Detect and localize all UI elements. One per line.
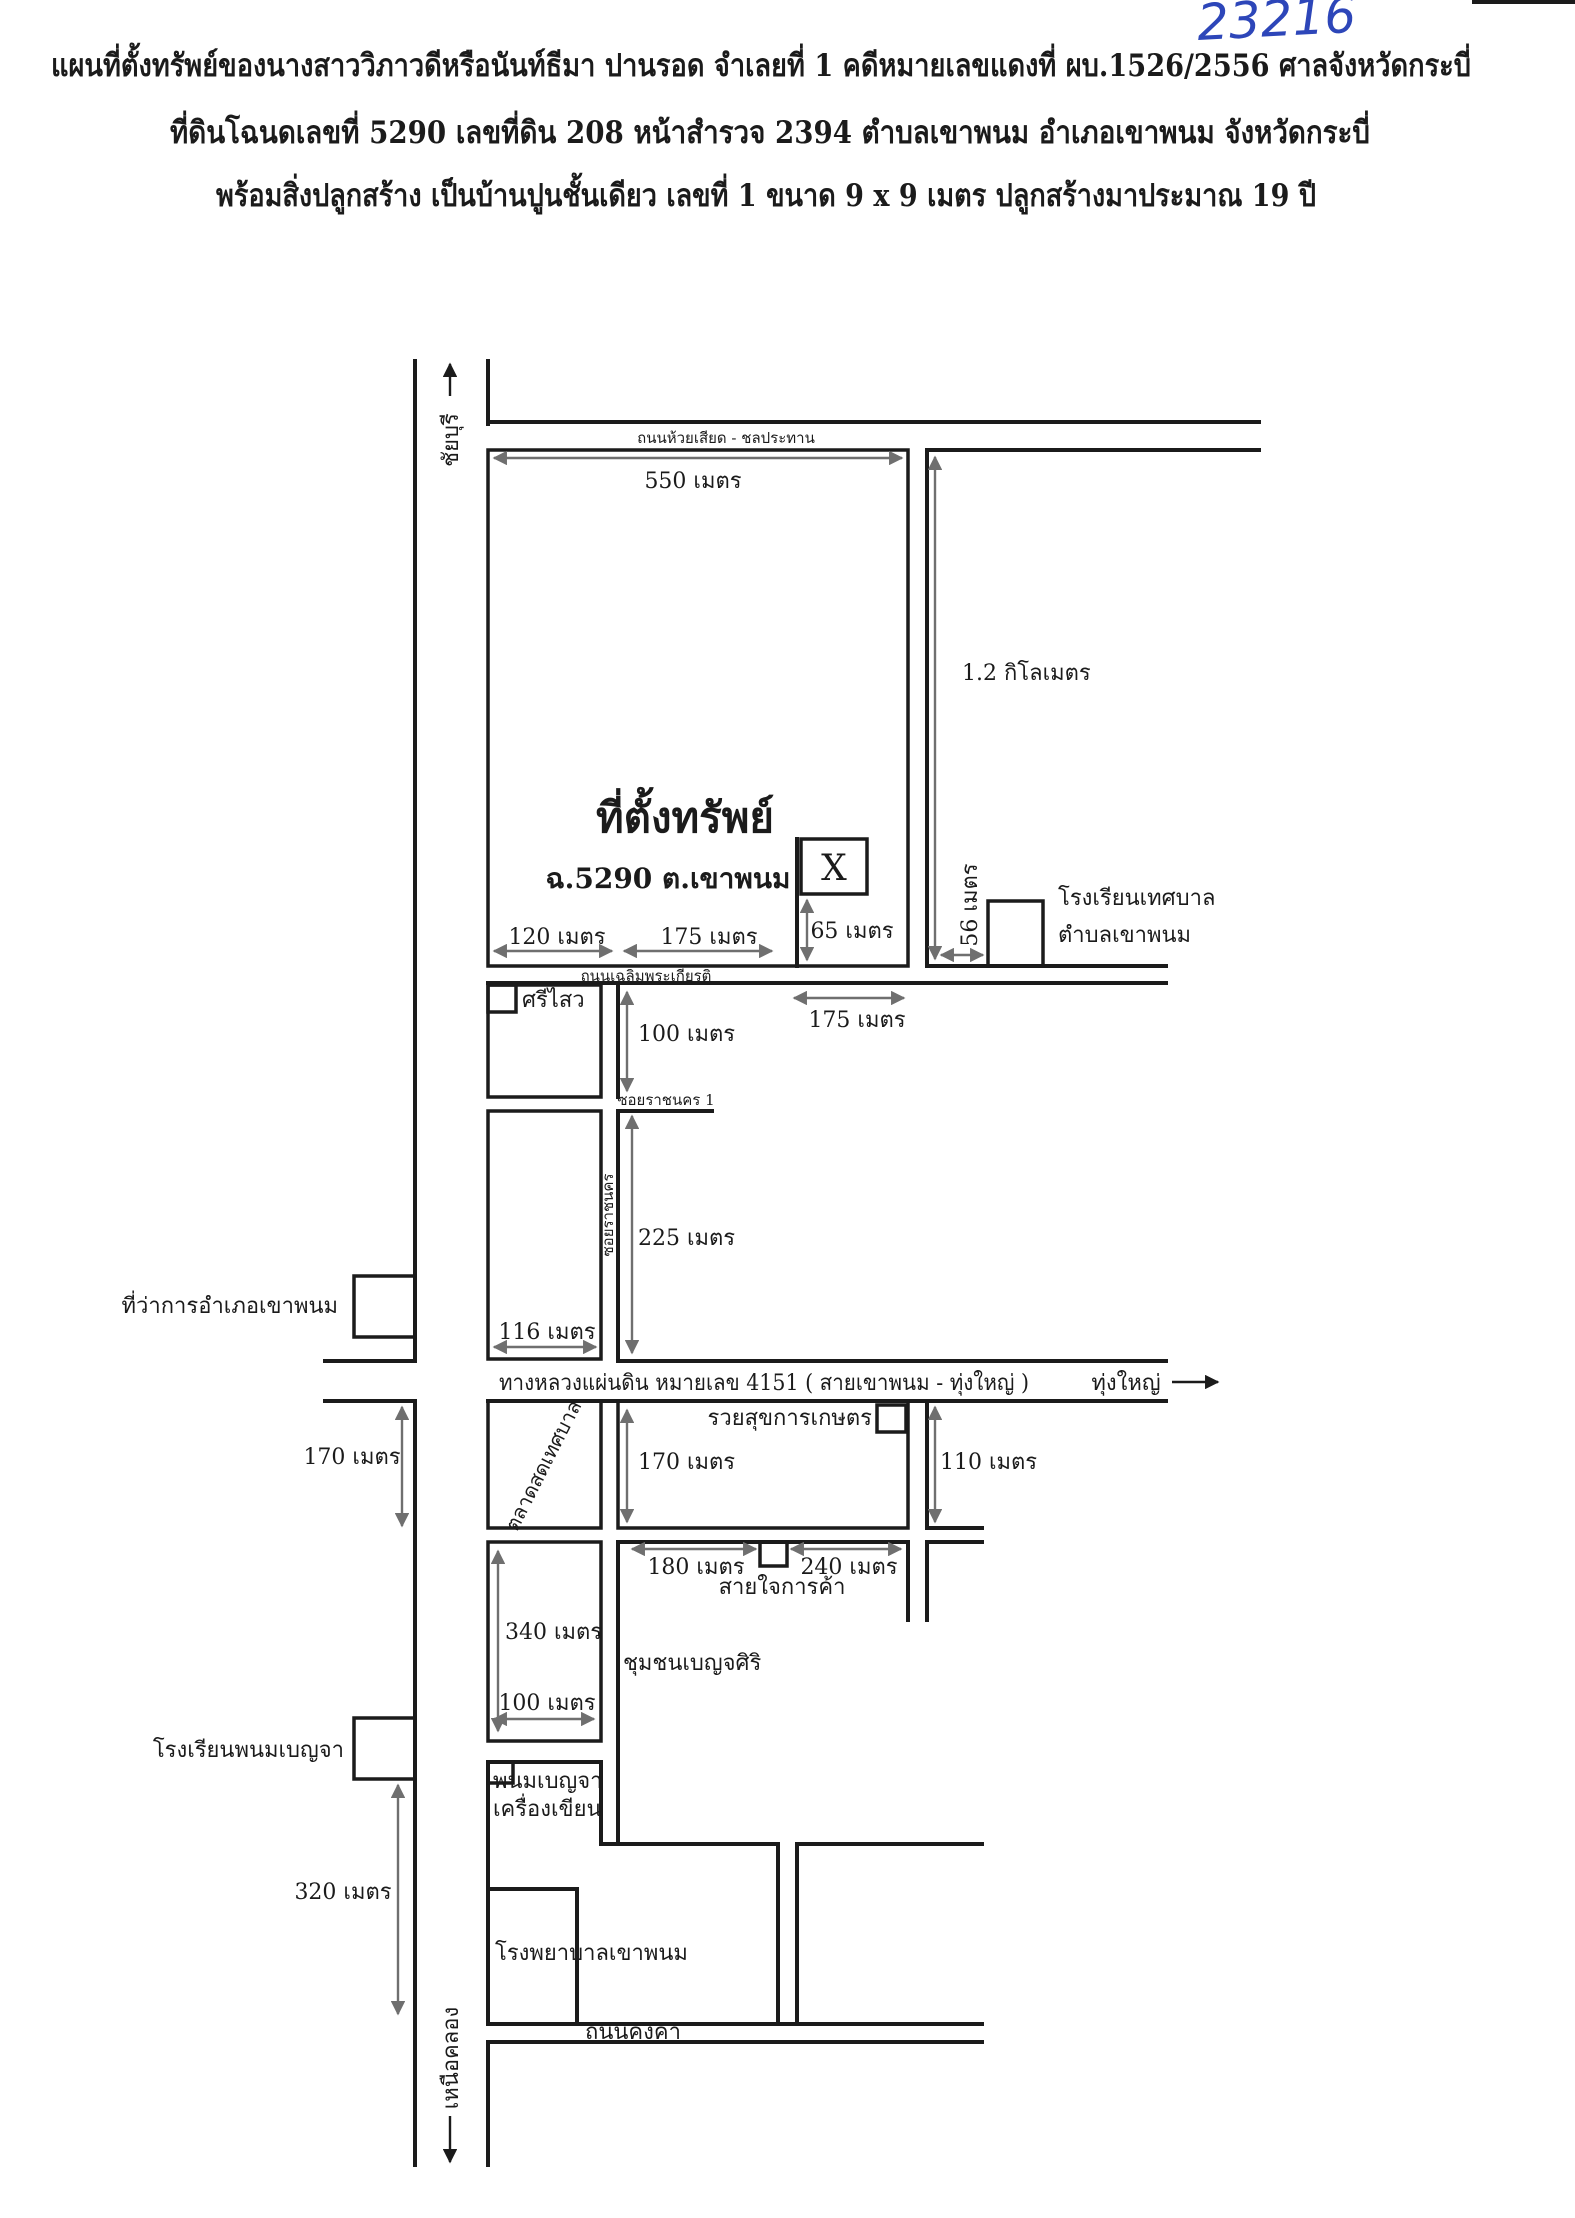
saijai-label: สายใจการค้า (719, 1574, 846, 1600)
south-direction-label: เหนือคลอง (439, 2007, 464, 2109)
distance-label: 65 เมตร (810, 919, 893, 944)
soi-1-label: ซอยราชนคร 1 (617, 1091, 714, 1109)
khongkha-road-label: ถนนคงคา (585, 2020, 681, 2045)
ruaysuk-label: รวยสุขการเกษตร (708, 1406, 873, 1431)
distance-label: 225 เมตร (638, 1226, 735, 1251)
stationery-label: เครื่องเขียน (493, 1793, 602, 1822)
lower-blocks: พนมเบญจา เครื่องเขียน โรงพยาบาลเขาพนม (486, 1760, 984, 2026)
sri-sawai-block (486, 983, 603, 1099)
saijai-building (758, 1540, 789, 1568)
property-block: ที่ตั้งทรัพย์ ฉ.5290 ต.เขาพนม X 550 เมตร… (486, 448, 910, 968)
distance-label: 170 เมตร (303, 1445, 400, 1470)
highway-4151: ทางหลวงแผ่นดิน หมายเลข 4151 ( สายเขาพนม … (323, 1359, 1220, 1403)
stationery-label: พนมเบญจา (493, 1769, 603, 1794)
handwritten-number: 23216 (1196, 0, 1358, 52)
community-label: ชุมชนเบญจศิริ (623, 1651, 761, 1676)
distance-label: 56 เมตร (958, 863, 983, 946)
chaloem-road-label: ถนนเฉลิมพระเกียรติ (581, 967, 712, 985)
north-direction-label: ชัยบุรี (439, 413, 464, 467)
map-header: แผนที่ตั้งทรัพย์ของนางสาววิภาวดีหรือนันท… (51, 0, 1575, 215)
sri-sawai-building (486, 983, 518, 1014)
distance-label: 170 เมตร (638, 1450, 735, 1475)
highway-label: ทางหลวงแผ่นดิน หมายเลข 4151 ( สายเขาพนม … (499, 1370, 1029, 1396)
distance-label: 240 เมตร (800, 1555, 897, 1580)
property-title: ที่ตั้งทรัพย์ (596, 786, 774, 842)
header-line-2: ที่ดินโฉนดเลขที่ 5290 เลขที่ดิน 208 หน้า… (170, 110, 1370, 151)
ruaysuk-block (616, 1399, 910, 1530)
soi-label: ซอยราชนคร (599, 1174, 617, 1257)
top-road-label: ถนนห้วยเสียด - ชลประทาน (637, 429, 815, 447)
municipal-school-building (986, 899, 1045, 968)
municipal-school-label: โรงเรียนเทศบาล (1058, 885, 1215, 911)
property-deed: ฉ.5290 ต.เขาพนม (546, 862, 791, 895)
distance-label: 175 เมตร (808, 1008, 905, 1033)
distance-label: 180 เมตร (647, 1555, 744, 1580)
header-line-3: พร้อมสิ่งปลูกสร้าง เป็นบ้านปูนชั้นเดียว … (216, 172, 1316, 215)
block-d (486, 1109, 603, 1361)
sri-sawai-label: ศรีไสว (522, 987, 585, 1013)
north-blocks: ศรีไสว 100 เมตร ซอยราชนคร 1 ซอยราชนคร 22… (486, 983, 735, 1361)
east-block: 1.2 กิโลเมตร 56 เมตร โรงเรียนเทศบาล ตำบล… (925, 448, 1261, 968)
distance-label: 550 เมตร (644, 469, 741, 494)
block-h (486, 1540, 603, 1743)
distance-label: 110 เมตร (940, 1450, 1037, 1475)
hospital-label: โรงพยาบาลเขาพนม (495, 1940, 688, 1966)
distance-label: 175 เมตร (660, 925, 757, 950)
stationery-building (486, 1760, 515, 1785)
distance-label: 100 เมตร (498, 1691, 595, 1716)
ruaysuk-building (875, 1403, 908, 1434)
distance-label: 320 เมตร (294, 1880, 391, 1905)
district-office-building (352, 1274, 417, 1339)
phanom-school-label: โรงเรียนพนมเบญจา (153, 1737, 344, 1763)
distance-label: 116 เมตร (498, 1320, 595, 1345)
fresh-market-label: ตลาดสดเทศบาล (500, 1396, 587, 1535)
fresh-market-block (486, 1399, 603, 1530)
property-block-outline (486, 448, 910, 968)
phanom-school-building (352, 1716, 417, 1781)
distance-label: 120 เมตร (508, 925, 605, 950)
distance-label: 340 เมตร (505, 1620, 602, 1645)
distance-label: 1.2 กิโลเมตร (962, 660, 1091, 686)
municipal-school-label: ตำบลเขาพนม (1058, 923, 1191, 948)
distance-label: 100 เมตร (638, 1022, 735, 1047)
property-marker-box (799, 837, 869, 896)
main-road: ชัยบุรี เหนือคลอง (413, 359, 490, 2167)
header-line-1: แผนที่ตั้งทรัพย์ของนางสาววิภาวดีหรือนันท… (51, 42, 1471, 84)
highway-east-label: ทุ่งใหญ่ (1091, 1370, 1160, 1396)
district-office-label: ที่ว่าการอำเภอเขาพนม (122, 1290, 338, 1319)
property-marker: X (821, 848, 847, 889)
